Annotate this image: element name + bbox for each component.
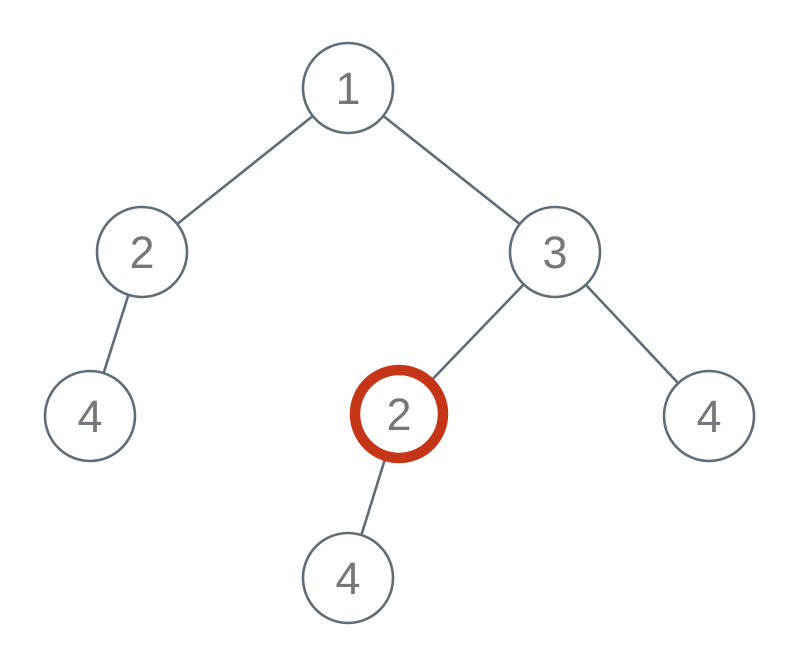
node-circle <box>43 369 137 463</box>
node-label: 3 <box>542 227 567 278</box>
tree-node-bottom-4: 4 <box>301 531 395 625</box>
node-label: 1 <box>335 63 360 114</box>
tree-node-right-3: 3 <box>508 205 602 299</box>
highlight-ring <box>349 364 449 464</box>
node-circle <box>301 531 395 625</box>
tree-node-leftmost-4: 4 <box>43 369 137 463</box>
node-label: 2 <box>386 389 411 440</box>
node-circle <box>662 369 756 463</box>
tree-edges-layer <box>88 86 710 579</box>
node-circle <box>301 41 395 135</box>
tree-node-root-1: 1 <box>301 41 395 135</box>
tree-node-left-2: 2 <box>95 205 189 299</box>
node-label: 4 <box>335 553 360 604</box>
tree-node-highlighted-2: 2 <box>349 364 449 464</box>
node-label: 4 <box>696 391 721 442</box>
tree-node-rightmost-4: 4 <box>662 369 756 463</box>
node-circle <box>508 205 602 299</box>
node-label: 2 <box>129 227 154 278</box>
node-label: 4 <box>77 391 102 442</box>
node-circle <box>95 205 189 299</box>
tree-nodes-layer: 1 2 3 4 2 4 4 <box>43 41 756 625</box>
